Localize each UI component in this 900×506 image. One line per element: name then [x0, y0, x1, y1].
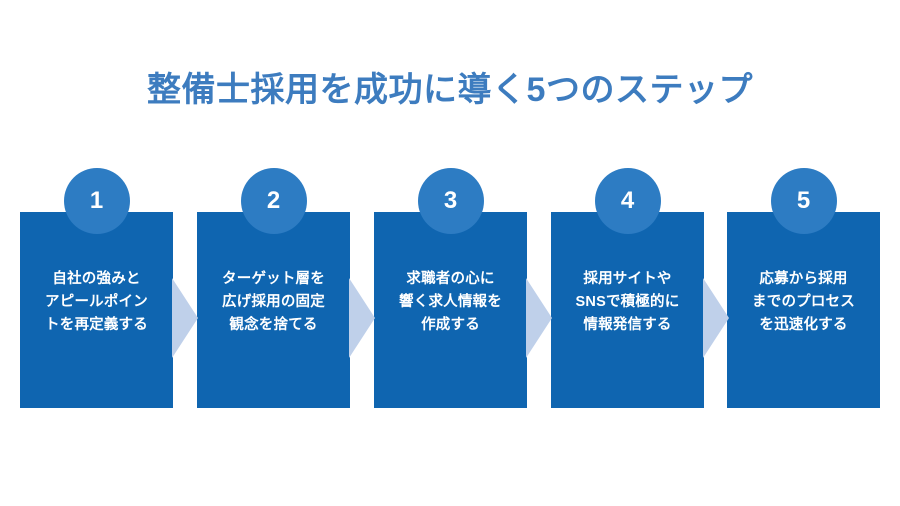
step-5-label: 応募から採用までのプロセスを迅速化する — [733, 268, 874, 337]
arrow-1-to-2-icon — [172, 278, 198, 358]
step-5[interactable]: 5 応募から採用までのプロセスを迅速化する — [727, 168, 880, 408]
step-3-number-badge: 3 — [417, 168, 484, 234]
page-title: 整備士採用を成功に導く5つのステップ — [147, 71, 753, 109]
step-5-label-line-1: 応募から採用 — [759, 271, 848, 287]
step-2-label-line-3: 観念を捨てる — [229, 317, 318, 333]
step-2[interactable]: 2 ターゲット層を広げ採用の固定観念を捨てる — [197, 168, 350, 408]
step-5-box — [727, 212, 880, 408]
step-1-label-line-3: トを再定義する — [45, 317, 148, 333]
step-3-label-line-2: 響く求人情報を — [399, 294, 502, 310]
step-2-number-badge: 2 — [240, 168, 307, 234]
step-4[interactable]: 4 採用サイトや SNSで積極的に情報発信する — [551, 168, 704, 408]
step-5-number-badge: 5 — [770, 168, 837, 234]
step-5-label-line-3: を迅速化する — [759, 317, 848, 333]
step-1-number-badge: 1 — [63, 168, 130, 234]
step-2-label: ターゲット層を広げ採用の固定観念を捨てる — [203, 268, 344, 337]
step-3-label-line-1: 求職者の心に — [406, 271, 495, 287]
step-2-label-line-1: ターゲット層を — [222, 271, 325, 287]
step-4-box — [551, 212, 704, 408]
arrow-2-to-3-icon — [349, 278, 375, 358]
step-5-label-line-2: までのプロセス — [752, 294, 855, 310]
step-4-label-line-3: 情報発信する — [583, 317, 672, 333]
step-4-label-line-2: SNSで積極的に — [575, 294, 680, 310]
step-3-label: 求職者の心に響く求人情報を作成する — [380, 268, 521, 337]
step-4-label-line-1: 採用サイトや — [583, 271, 672, 287]
arrow-4-to-5-icon — [703, 278, 729, 358]
step-1-label-line-2: アピールポイン — [45, 294, 148, 310]
step-2-box — [197, 212, 350, 408]
step-1-label: 自社の強みとアピールポイントを再定義する — [26, 268, 167, 337]
step-2-label-line-2: 広げ採用の固定 — [222, 294, 325, 310]
step-1[interactable]: 1 自社の強みとアピールポイントを再定義する — [20, 168, 173, 408]
step-1-label-line-1: 自社の強みと — [52, 271, 141, 287]
step-3-label-line-3: 作成する — [421, 317, 480, 333]
step-1-box — [20, 212, 173, 408]
step-3[interactable]: 3 求職者の心に響く求人情報を作成する — [374, 168, 527, 408]
step-4-number-badge: 4 — [594, 168, 661, 234]
arrow-3-to-4-icon — [526, 278, 552, 358]
step-3-box — [374, 212, 527, 408]
step-4-label: 採用サイトや SNSで積極的に情報発信する — [557, 268, 698, 337]
